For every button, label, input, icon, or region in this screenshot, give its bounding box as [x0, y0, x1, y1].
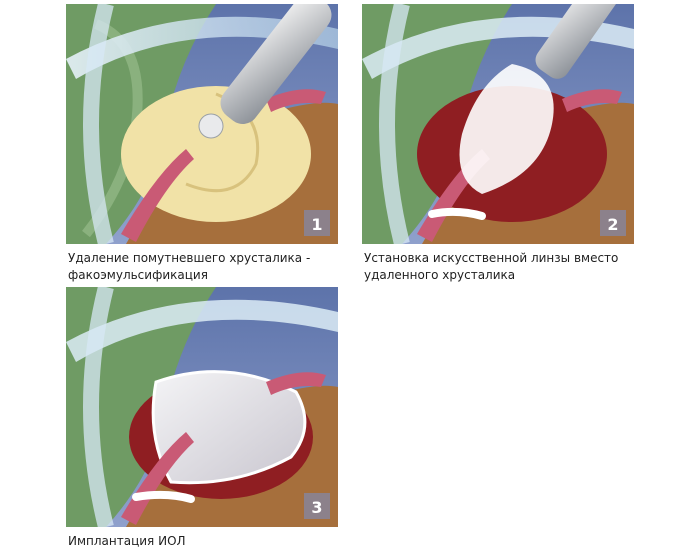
phaco-probe	[198, 4, 332, 139]
panel-number: 1	[311, 215, 322, 234]
panel-phacoemulsification: 1	[66, 4, 338, 244]
panel-lens-insertion: 2	[362, 4, 634, 244]
folded-iol	[459, 64, 554, 194]
injector	[428, 4, 625, 220]
implanted-iol	[151, 370, 307, 485]
iris-edge	[121, 149, 194, 242]
caption-iol-implantation: Имплантация ИОЛ	[68, 534, 186, 548]
panel-number: 3	[311, 498, 322, 517]
caption-lens-insertion: Установка искусственной линзы вместо уда…	[364, 251, 619, 282]
caption-phacoemulsification: Удаление помутневшего хрусталика - факоэ…	[68, 251, 311, 282]
illustration-phaco: 1	[66, 4, 338, 244]
illustration-insertion: 2	[362, 4, 634, 244]
cornea	[66, 16, 338, 79]
panel-iol-implantation: 3	[66, 287, 338, 527]
illustration-implantation: 3	[66, 287, 338, 527]
panel-number: 2	[607, 215, 618, 234]
